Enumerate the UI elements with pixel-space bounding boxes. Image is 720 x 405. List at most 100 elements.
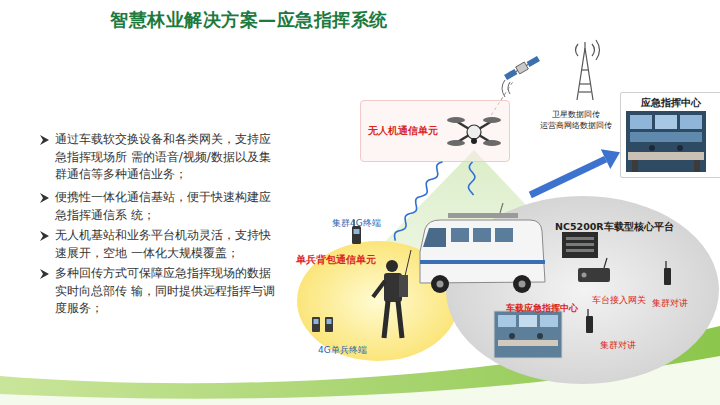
node-text: NC5200R车载型核心平台	[555, 221, 674, 234]
bullet-text: 无人机基站和业务平台机动灵活，支持快速展开，空地 一体化大规模覆盖；	[55, 227, 277, 262]
text-slot: 无人机基站和业务平台机动灵活，支持快速展开，空地 一体化大规模覆盖；	[55, 227, 277, 262]
van-illustration-part	[473, 228, 491, 242]
soldier-illustration-part	[398, 301, 402, 338]
tower-icon-part	[579, 91, 591, 92]
satellite-icon	[504, 55, 541, 81]
node-text: 无人机通信单元	[368, 125, 438, 138]
connector	[530, 149, 620, 195]
drone-icon-part	[467, 125, 481, 139]
command-center-photo-part	[677, 145, 683, 151]
drone-icon-part	[471, 138, 477, 144]
text-slot: 集群对讲	[652, 291, 688, 310]
drone-icon-part	[447, 117, 465, 123]
bullet-arrows-part	[40, 231, 49, 241]
arrow-head	[601, 149, 620, 169]
satellite-icon-part	[526, 65, 528, 66]
command-center-photo-part	[632, 160, 638, 172]
command-center-photo-part	[626, 111, 706, 172]
van-illustration-part	[437, 281, 444, 288]
text-slot: 便携性一体化通信基站，便于快速构建应急指挥通信系 统；	[55, 189, 277, 224]
text-slot: 4G单兵终端	[318, 338, 367, 357]
bullet-text: 多种回传方式可保障应急指挥现场的数据实时向总部传 输，同时提供远程指挥与调度服务…	[55, 265, 277, 318]
device-label: 4G单兵终端	[318, 344, 367, 357]
tower-icon	[576, 40, 600, 100]
core-platform-device-part	[566, 249, 594, 252]
drone-icon-part	[447, 140, 465, 146]
command-center-photo-part	[655, 115, 677, 129]
tower-icon-part	[596, 40, 600, 60]
4g-terminal-icons-part	[327, 319, 332, 324]
van-illustration-part	[495, 228, 513, 242]
command-center-photo-part	[628, 152, 704, 160]
text-slot: 多种回传方式可保障应急指挥现场的数据实时向总部传 输，同时提供远程指挥与调度服务…	[55, 265, 277, 318]
van-illustration-part	[451, 228, 469, 242]
soldier-illustration-part	[386, 260, 398, 272]
van-illustration	[420, 203, 545, 293]
walkie-talkie-icons	[586, 261, 671, 333]
bullet-arrows	[40, 135, 49, 279]
text-slot: 车台接入网关	[592, 288, 646, 307]
drone-icon-part	[483, 140, 501, 146]
vehicle-command-screens-part	[519, 315, 537, 327]
walkie-talkie-icons-part	[665, 261, 666, 268]
tower-icon-part	[592, 44, 595, 56]
command-center-photo-part	[630, 132, 702, 142]
4g-terminal-icons	[312, 317, 333, 332]
text-slot: 卫星数据回传	[552, 102, 600, 121]
drone-icon	[447, 117, 501, 146]
vehicle-radio-gateway-part	[582, 273, 587, 278]
device-label: 车台接入网关	[592, 294, 646, 307]
vehicle-command-screens-part	[509, 333, 515, 339]
van-illustration-part	[420, 260, 545, 264]
connector	[469, 162, 475, 195]
vehicle-command-screens-part	[498, 315, 516, 327]
device-label: 集群对讲	[600, 339, 636, 352]
title-text: 智慧林业解决方案—应急指挥系统	[110, 8, 388, 32]
connector-line	[530, 159, 605, 195]
text-slot: 集群对讲	[600, 333, 636, 352]
backhaul-label: 运营商网络数据回传	[540, 120, 612, 131]
text-slot: 车载应急指挥中心	[506, 296, 578, 315]
soldier-illustration-part	[384, 301, 388, 338]
vehicle-command-screens-part	[537, 333, 543, 339]
drone-icon-part	[456, 121, 492, 143]
tower-icon-part	[576, 44, 579, 56]
soldier-illustration-part	[399, 275, 408, 297]
vehicle-radio-gateway-part	[604, 258, 607, 268]
core-platform-device-part	[562, 232, 598, 258]
cluster-4g-phone-part	[352, 226, 361, 244]
node-text: 应急指挥中心	[621, 96, 720, 110]
walkie-talkie-icons-part	[587, 309, 588, 316]
vehicle-command-screens-part	[540, 315, 558, 327]
walkie-talkie-icons-part	[586, 316, 593, 333]
walkie-talkie-icons-part	[664, 268, 671, 285]
drone-unit-box: 无人机通信单元	[360, 100, 510, 162]
node-text: 单兵背包通信单元	[296, 254, 376, 267]
text-slot: 集群4G终端	[332, 211, 381, 230]
bullet-text: 通过车载软交换设备和各类网关，支持应急指挥现场所 需的语音/视频/数据以及集群通…	[55, 131, 277, 184]
4g-terminal-icons-part	[325, 317, 333, 332]
cluster-4g-phone-part	[353, 220, 354, 227]
van-illustration-part	[513, 275, 531, 293]
bullet-arrows-part	[40, 193, 49, 203]
van-illustration-part	[519, 281, 526, 288]
4g-terminal-icons-part	[312, 317, 320, 332]
soldier-illustration	[373, 250, 411, 338]
van-illustration-part	[420, 220, 545, 283]
device-label: 集群对讲	[652, 297, 688, 310]
van-illustration-part	[448, 213, 518, 218]
vehicle-radio-gateway-part	[578, 268, 610, 282]
vehicle-command-screens-part	[494, 311, 562, 358]
van-illustration-part	[500, 203, 503, 213]
tower-icon-part	[582, 69, 588, 70]
bullet-arrows-part	[40, 135, 49, 145]
device-label: 集群4G终端	[332, 217, 381, 230]
command-center-photo-part	[680, 115, 702, 129]
core-platform-device-part	[566, 237, 594, 240]
satellite-icon-part	[516, 62, 529, 74]
command-center-photo-part	[630, 115, 652, 129]
bullet-arrows-part	[40, 269, 49, 279]
cluster-4g-phone-part	[354, 229, 360, 234]
core-platform-device	[562, 232, 598, 258]
